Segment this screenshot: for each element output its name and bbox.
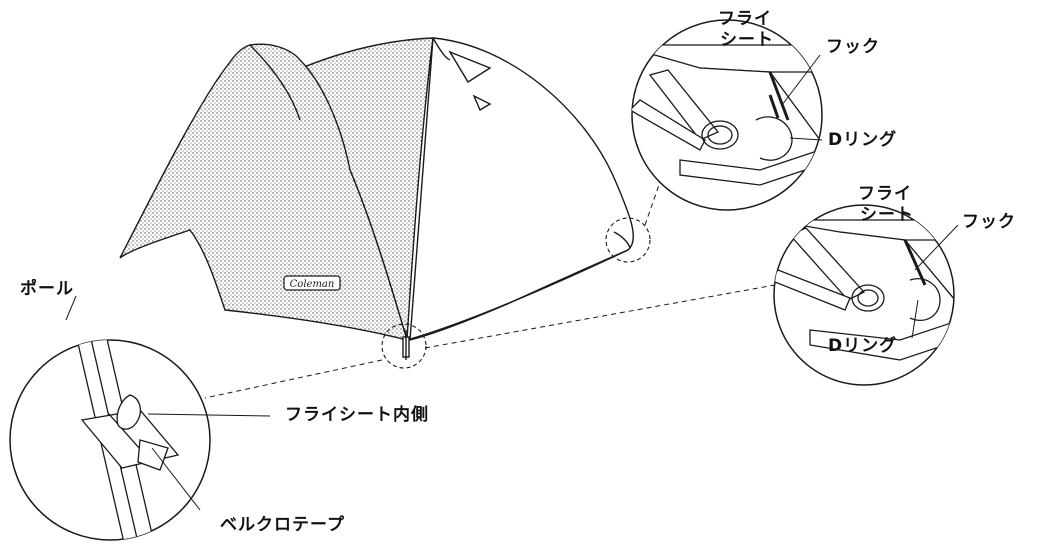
label-pole: ポール xyxy=(20,279,74,299)
label-fly-sheet-a-line1: フライ xyxy=(718,9,772,29)
label-dring-a: Dリング xyxy=(828,130,898,150)
fly-sheet-right-panel xyxy=(409,37,634,341)
label-dring-b: Dリング xyxy=(828,336,898,356)
detail-hook-dring-b xyxy=(773,204,959,386)
callout-ring-hook xyxy=(605,217,651,263)
label-fly-sheet-inner: フライシート内側 xyxy=(285,405,429,425)
detail-hook-dring-a xyxy=(631,19,823,211)
detail-pole-velcro xyxy=(9,295,271,541)
label-fly-sheet-a-line2: シート xyxy=(720,30,774,50)
brand-badge xyxy=(283,275,341,291)
label-fly-sheet-b-line2: シート xyxy=(860,205,914,225)
vent-window-large xyxy=(448,50,492,83)
tent-illustration xyxy=(119,37,634,360)
callout-ring-pole xyxy=(381,323,427,369)
fly-sheet-left-flap xyxy=(119,43,409,341)
label-velcro-tape: ベルクロテープ xyxy=(220,515,345,535)
label-hook-b: フック xyxy=(962,212,1016,232)
brand-label: Coleman xyxy=(290,279,335,290)
label-hook-a: フック xyxy=(826,37,880,57)
label-fly-sheet-b-line1: フライ xyxy=(858,184,912,204)
vent-window-small xyxy=(472,94,492,112)
